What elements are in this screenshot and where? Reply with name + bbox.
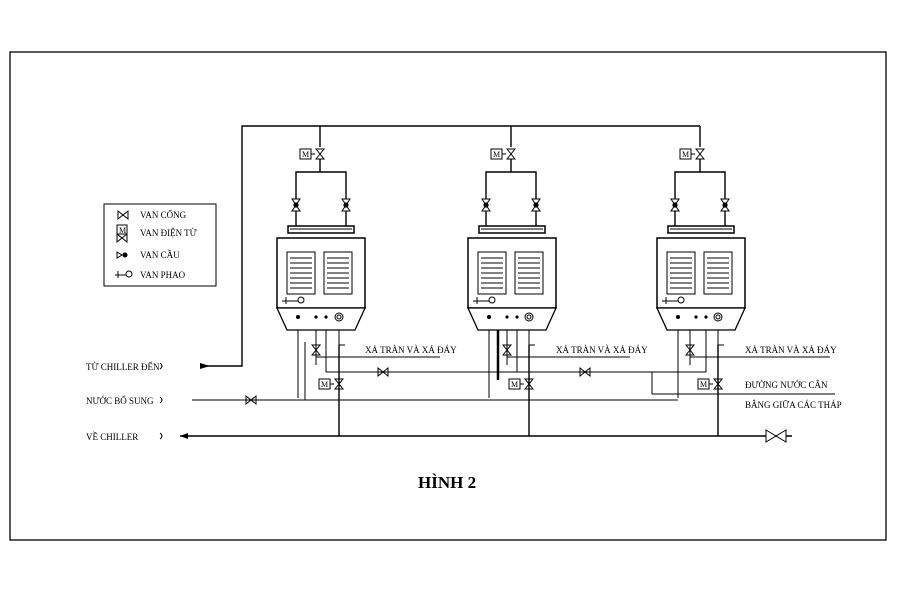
equalizer-label-line1: ĐƯỜNG NƯỚC CÂN: [745, 380, 828, 390]
float-valve-icon: [282, 296, 305, 304]
drain-label-3: XẢ TRÀN VÀ XẢ ĐÁY: [745, 345, 837, 355]
legend: VAN CỔNG M VAN ĐIỆN TỪ VAN CẦU VAN PHAO: [103, 203, 217, 287]
legend-label-ball-valve: VAN CẦU: [140, 250, 180, 260]
svg-text:M: M: [321, 380, 328, 389]
legend-label-float-valve: VAN PHAO: [140, 270, 186, 280]
return-label: VỀ CHILLER: [86, 432, 138, 442]
solenoid-valve-icon: M: [318, 378, 344, 390]
gate-valve-icon: [765, 429, 787, 443]
solenoid-valve-icon: M: [299, 148, 325, 160]
svg-text:M: M: [119, 226, 126, 235]
legend-label-gate-valve: VAN CỔNG: [140, 210, 187, 220]
solenoid-valve-icon: M: [490, 148, 516, 160]
ball-valve-icon: [116, 251, 128, 259]
drain-label-2: XẢ TRÀN VÀ XẢ ĐÁY: [556, 345, 648, 355]
float-valve-icon: [662, 296, 685, 304]
svg-text:M: M: [700, 380, 707, 389]
diagram-frame: [9, 51, 887, 541]
svg-text:M: M: [493, 150, 500, 159]
supply-header-pipe: [205, 125, 701, 367]
cooling-tower-1: M M: [275, 148, 367, 436]
makeup-water-pipe: [192, 395, 678, 405]
cooling-tower-3: M M: [655, 148, 747, 436]
cooling-tower-2: M M: [466, 148, 558, 436]
legend-label-solenoid-valve: VAN ĐIỆN TỪ: [140, 228, 197, 238]
return-pipe: [180, 429, 792, 443]
figure-caption: HÌNH 2: [418, 473, 476, 492]
float-valve-icon: [115, 270, 133, 278]
solenoid-valve-icon: M: [697, 378, 723, 390]
svg-text:M: M: [302, 150, 309, 159]
supply-label: TỪ CHILLER ĐẾN: [86, 362, 160, 372]
float-valve-icon: [473, 296, 496, 304]
svg-text:M: M: [682, 150, 689, 159]
equalizer-pipe: [326, 367, 835, 395]
solenoid-valve-icon: M: [508, 378, 534, 390]
makeup-label: NƯỚC BỔ SUNG: [86, 396, 154, 406]
solenoid-valve-icon: M: [116, 224, 128, 243]
svg-text:M: M: [511, 380, 518, 389]
drain-label-1: XẢ TRÀN VÀ XẢ ĐÁY: [365, 345, 457, 355]
solenoid-valve-icon: M: [679, 148, 705, 160]
equalizer-label-line2: BẰNG GIỮA CÁC THÁP: [745, 400, 842, 410]
